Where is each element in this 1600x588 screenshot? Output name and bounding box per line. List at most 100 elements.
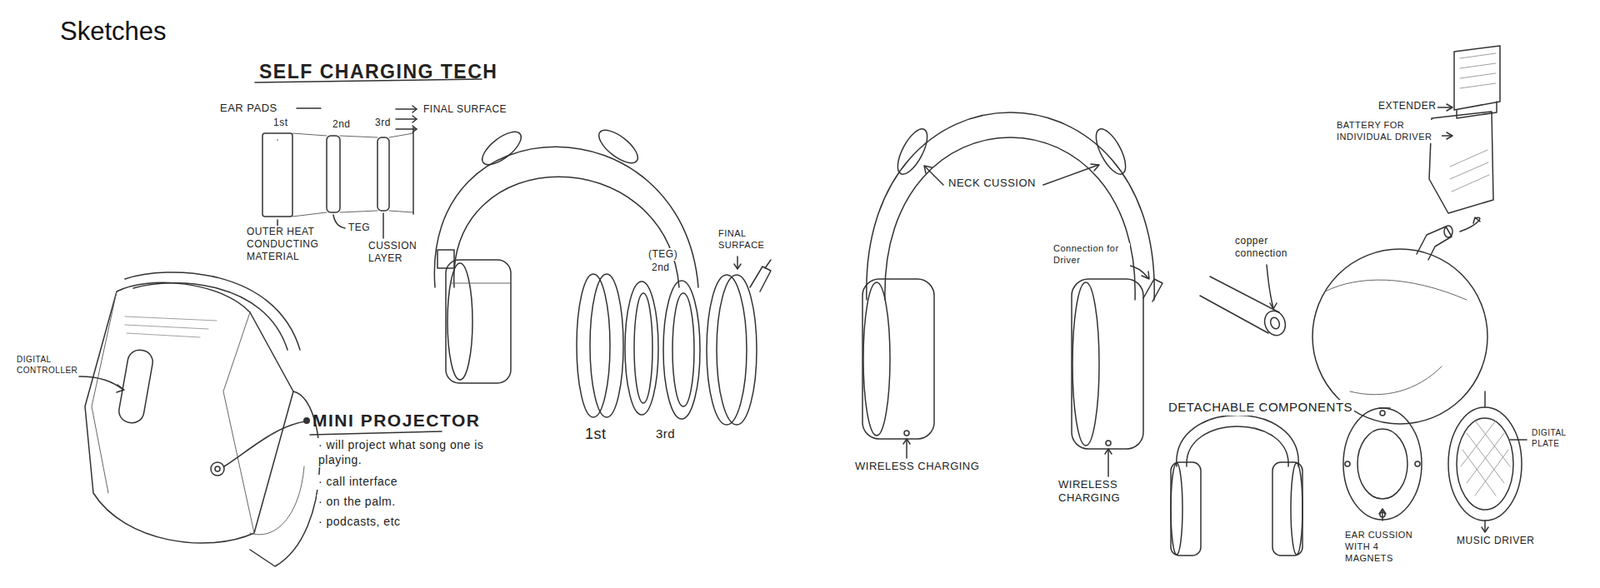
detachable-set-stroke [1176,415,1299,468]
driver-assembly-stroke [1446,104,1453,111]
headphone-assembled-stroke [1141,271,1150,280]
layer-diagram-stroke [340,135,378,138]
driver-assembly-stroke [1446,132,1453,140]
headphone-exploded-stroke [734,264,741,270]
detachable-set-stroke [1475,450,1509,496]
layer-diagram-stroke [412,105,417,113]
copper-tube-stroke [1261,308,1290,339]
layer-diagram-stroke [292,212,327,217]
annotation-label: TEG [346,221,372,235]
driver-assembly-stroke [1440,135,1452,137]
headphone-assembled-stroke [1105,440,1111,446]
detachable-set-stroke [1448,407,1522,521]
driver-assembly-stroke [1450,162,1489,180]
layer-diagram-stroke [326,135,340,213]
driver-assembly-stroke [1473,217,1480,224]
headphone-exploded-stroke [434,146,699,288]
annotation-label: WIRELESS CHARGING [853,460,981,474]
headphone-exploded [434,124,771,425]
copper-tube-stroke [1200,276,1280,334]
section-heading: SELF CHARGING TECH [257,60,500,85]
headphone-angled-stroke [223,312,255,534]
headphone-exploded-stroke [736,256,739,269]
detachable-set-stroke [1484,391,1486,408]
layer-diagram-stroke [292,133,327,136]
annotation-label: EXTENDER [1376,100,1438,113]
detachable-set-stroke [1343,408,1422,520]
copper-tube [1200,265,1289,339]
driver-assembly-stroke [1350,366,1442,395]
headphone-angled-stroke [126,333,200,338]
headphone-exploded-stroke [634,293,653,404]
driver-assembly-stroke [1325,280,1467,300]
driver-assembly-stroke [1444,225,1453,238]
headphone-assembled-stroke [1126,265,1149,279]
headphone-exploded-stroke [445,260,511,384]
headphone-exploded-stroke [576,274,610,418]
detachable-set-stroke [1466,433,1505,484]
layer-diagram-stroke [333,215,345,229]
annotation-label: NECK CUSSION [946,176,1038,190]
underline-stroke [310,431,442,435]
headphone-assembled-stroke [863,282,890,436]
headphone-assembled-stroke [1043,165,1099,185]
layer-diagram-stroke [262,133,293,217]
headphone-angled-stroke [125,316,217,321]
page-title: Sketches [60,16,167,47]
driver-assembly-stroke [1460,53,1496,59]
layer-diagram-stroke [412,127,415,215]
headphone-angled-stroke [125,325,209,330]
annotation-label: MUSIC DRIVER [1455,535,1536,548]
detachable-set-stroke [1462,450,1496,496]
detachable-set-stroke [1510,439,1527,441]
annotation-label: 3rd [373,116,393,130]
driver-assembly-stroke [1460,63,1496,69]
annotation-label: WIRELESS CHARGING [1056,478,1144,506]
driver-assembly [1312,45,1500,425]
headphone-assembled [862,112,1163,477]
headphone-exploded-stroke [450,283,510,285]
annotation-label: 1st [271,116,290,130]
headphone-assembled-stroke [1107,450,1110,477]
driver-assembly-stroke [1456,101,1497,119]
headphone-angled-stroke [79,376,124,390]
headphone-assembled-stroke [924,165,932,174]
annotation-label: 2nd [650,261,672,275]
detachable-set-stroke [1484,520,1486,532]
annotation-label: FINAL SURFACE [421,103,509,116]
annotation-label: 3rd [654,426,677,443]
detachable-set-stroke [1460,420,1496,467]
headphone-angled-stroke [210,462,225,476]
annotation-label: 1st [583,425,609,445]
copper-tube-stroke [1266,265,1274,309]
headphone-assembled-stroke [1071,279,1144,450]
layer-diagram-stroke [412,115,417,123]
headphone-angled-stroke [250,466,305,535]
headphone-assembled-stroke [1072,282,1100,446]
headphone-assembled-stroke [904,430,910,436]
headphone-angled-stroke [117,348,155,425]
headphone-exploded-stroke [447,263,473,380]
detachable-set-stroke [1357,429,1408,500]
annotation-label: 2nd [330,118,353,131]
detachable-set-stroke [1379,509,1386,515]
headphone-exploded-stroke [663,280,700,420]
driver-assembly-stroke [1416,226,1452,260]
annotation-label: DETACHABLE COMPONENTS [1166,400,1355,416]
layer-diagram-stroke [395,108,417,110]
detachable-set-stroke [1290,463,1303,555]
driver-assembly-stroke [1454,45,1500,110]
headphone-exploded-stroke [672,293,695,407]
headphone-exploded-stroke [765,260,771,269]
headphone-exploded-stroke [590,274,624,418]
detachable-set-stroke [1475,420,1510,467]
section-heading: MINI PROJECTOR [310,410,482,432]
headphone-angled-stroke [116,385,125,393]
detachable-set-stroke [1345,461,1350,467]
driver-assembly-stroke [1451,175,1490,192]
headphone-assembled-stroke [1143,279,1163,302]
annotation-label: · podcasts, etc [316,515,403,530]
driver-assembly-stroke [1312,249,1488,425]
layer-diagram-stroke [382,213,385,239]
detachable-set-stroke [1272,462,1303,556]
